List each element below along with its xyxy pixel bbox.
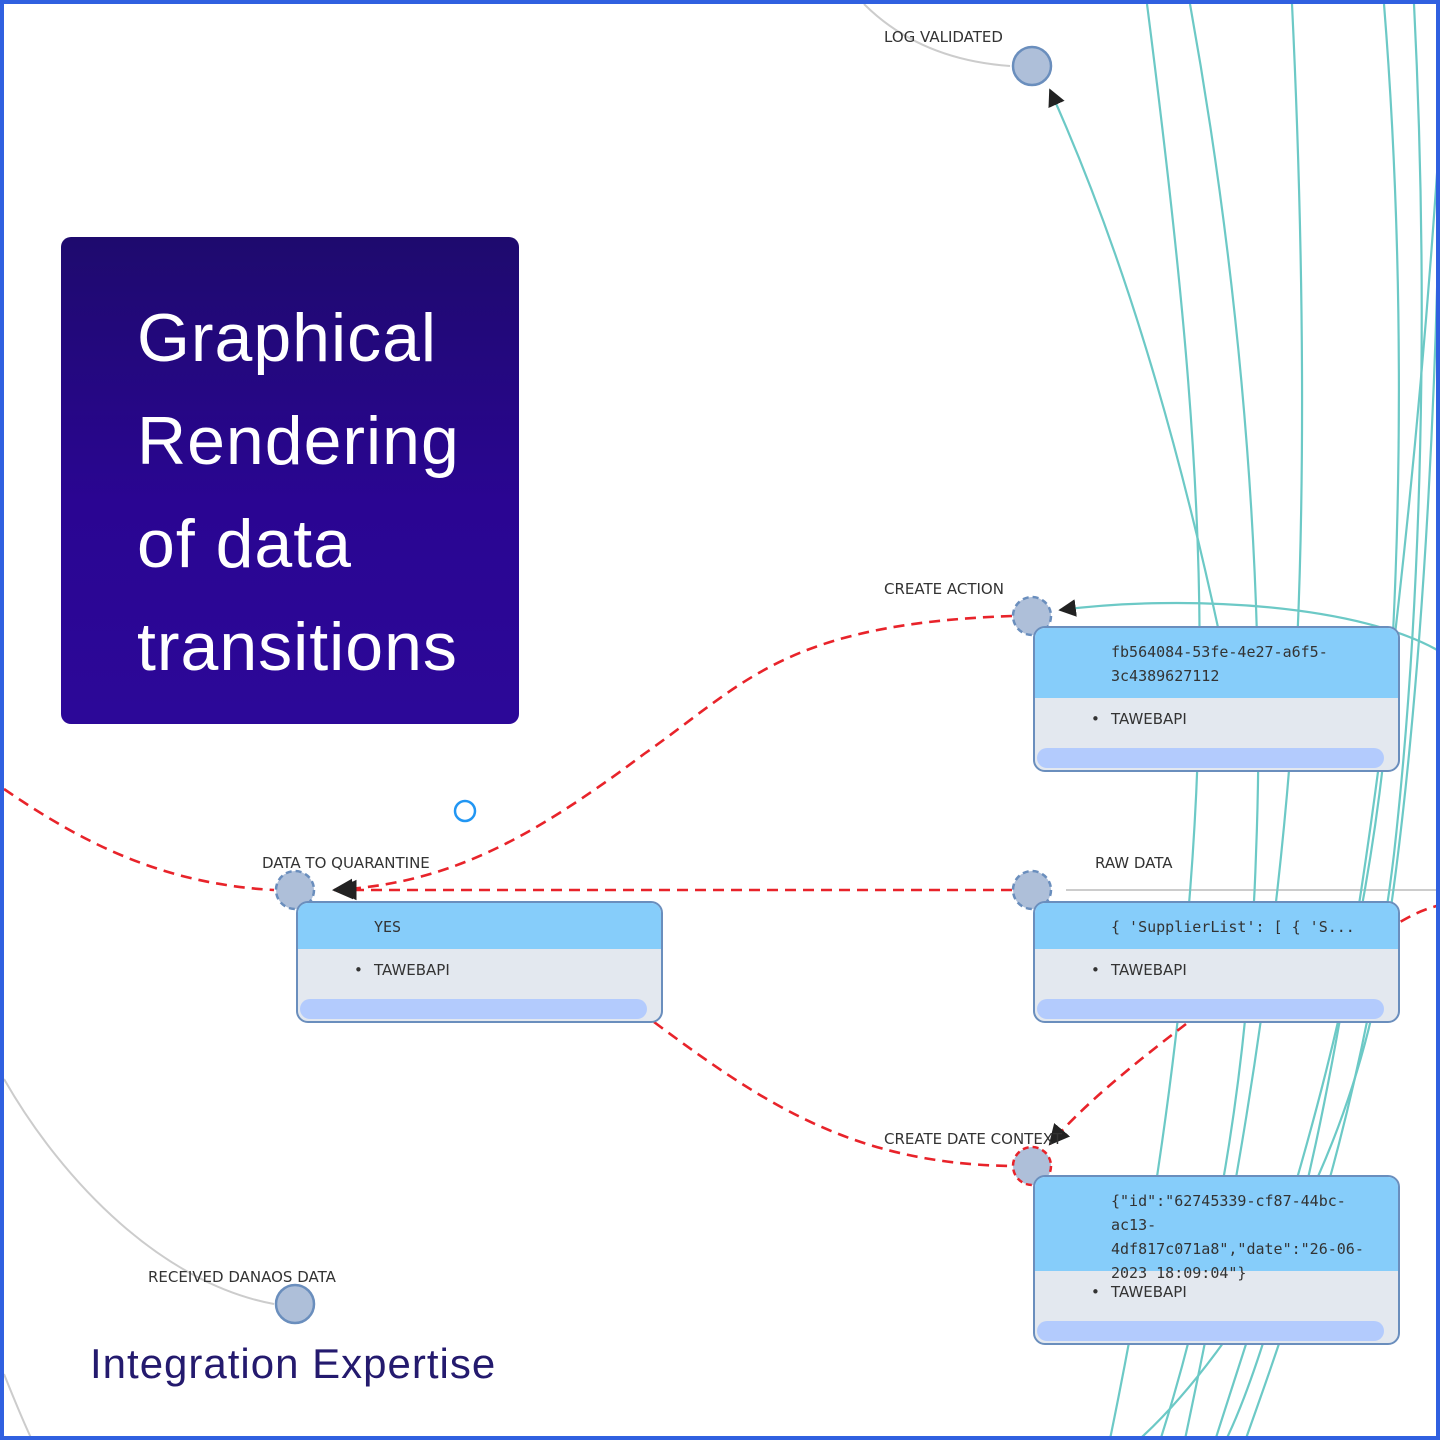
brand-tagline: Integration Expertise xyxy=(90,1340,497,1387)
label-log-validated: LOG VALIDATED xyxy=(884,28,1003,46)
node-labels: LOG VALIDATED CREATE ACTION DATA TO QUAR… xyxy=(148,28,1173,1286)
node-data-to-quarantine[interactable] xyxy=(274,869,316,911)
bullet-icon: • xyxy=(354,961,363,979)
card-value: YES xyxy=(298,903,661,949)
bullet-icon: • xyxy=(1091,1283,1100,1301)
label-raw-data: RAW DATA xyxy=(1095,854,1173,872)
card-items: • TAWEBAPI xyxy=(1035,698,1398,728)
card-item: TAWEBAPI xyxy=(1111,1283,1187,1301)
card-value-line: { 'SupplierList': [ { 'S... xyxy=(1111,918,1355,936)
card-value-line: fb564084-53fe-4e27-a6f5- xyxy=(1111,643,1328,661)
card-value: { 'SupplierList': [ { 'S... xyxy=(1035,903,1398,949)
card-items: • TAWEBAPI xyxy=(1035,1271,1398,1301)
card-footer-bar xyxy=(1037,1321,1384,1341)
drag-handle[interactable] xyxy=(453,799,477,823)
card-create-action[interactable]: fb564084-53fe-4e27-a6f5- 3c4389627112 • T… xyxy=(1033,626,1400,772)
card-value-line: 4df817c071a8","date":"26-06- xyxy=(1111,1240,1364,1258)
card-footer-bar xyxy=(300,999,647,1019)
card-items: • TAWEBAPI xyxy=(298,949,661,979)
card-data-to-quarantine[interactable]: YES • TAWEBAPI xyxy=(296,901,663,1023)
edge-red-into-date-context[interactable] xyxy=(1048,1022,1187,1146)
title-line-4: transitions xyxy=(137,609,458,685)
edge-teal-into-create-action[interactable] xyxy=(1058,599,1440,654)
title-line-2: Rendering xyxy=(137,403,460,479)
edge-red-quarantine-to-date-context[interactable] xyxy=(653,1020,1013,1168)
card-item: TAWEBAPI xyxy=(1111,710,1187,728)
card-value-line: 2023 18:09:04"} xyxy=(1111,1264,1247,1282)
card-item: TAWEBAPI xyxy=(1111,961,1187,979)
edge-red-create-action-to-quarantine[interactable] xyxy=(331,614,1013,900)
edge-red-left-to-quarantine[interactable] xyxy=(4,787,275,892)
card-items: • TAWEBAPI xyxy=(1035,949,1398,979)
card-create-date-context[interactable]: {"id":"62745339-cf87-44bc-ac13- 4df817c0… xyxy=(1033,1175,1400,1345)
edge-into-received-danaos[interactable] xyxy=(4,1078,275,1305)
card-raw-data[interactable]: { 'SupplierList': [ { 'S... • TAWEBAPI xyxy=(1033,901,1400,1023)
label-create-action: CREATE ACTION xyxy=(884,580,1004,598)
label-create-date-context: CREATE DATE CONTEXT xyxy=(884,1130,1063,1148)
red-edges xyxy=(4,614,1440,1168)
title-line-1: Graphical xyxy=(137,300,438,376)
card-value: fb564084-53fe-4e27-a6f5- 3c4389627112 xyxy=(1035,628,1398,698)
edge-into-log-validated[interactable] xyxy=(863,4,1011,67)
card-value: {"id":"62745339-cf87-44bc-ac13- 4df817c0… xyxy=(1035,1177,1398,1282)
node-received-danaos-data[interactable] xyxy=(274,1283,316,1325)
edge-bottom-left[interactable] xyxy=(4,1373,34,1440)
card-footer-bar xyxy=(1037,999,1384,1019)
label-data-to-quarantine: DATA TO QUARANTINE xyxy=(262,854,430,872)
bullet-icon: • xyxy=(1091,961,1100,979)
card-footer-bar xyxy=(1037,748,1384,768)
node-create-action[interactable] xyxy=(1011,595,1053,637)
node-circles xyxy=(274,45,1053,1325)
edge-red-right-to-raw-data[interactable] xyxy=(1399,904,1440,924)
card-value-line: 3c4389627112 xyxy=(1111,667,1220,685)
node-raw-data[interactable] xyxy=(1011,869,1053,911)
edge-teal-into-log-validated[interactable] xyxy=(1048,88,1236,705)
title-line-3: of data xyxy=(137,506,352,582)
title-panel: Graphical Rendering of data transitions xyxy=(61,237,519,724)
node-log-validated[interactable] xyxy=(1011,45,1053,87)
bullet-icon: • xyxy=(1091,710,1100,728)
card-value-line: YES xyxy=(374,918,402,936)
label-received-danaos-data: RECEIVED DANAOS DATA xyxy=(148,1268,337,1286)
card-item: TAWEBAPI xyxy=(374,961,450,979)
card-value-line: {"id":"62745339-cf87-44bc-ac13- xyxy=(1111,1192,1346,1234)
